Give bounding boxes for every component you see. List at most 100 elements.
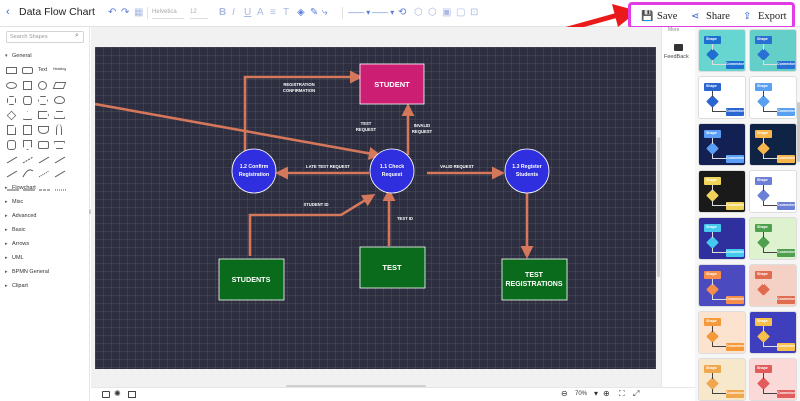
- shape-cylinder[interactable]: [23, 96, 32, 105]
- shape-cloud[interactable]: [54, 96, 65, 104]
- shape-circle[interactable]: [38, 81, 47, 90]
- shape-callout[interactable]: [23, 140, 32, 150]
- fullscreen-icon[interactable]: ⤢: [633, 389, 640, 398]
- category-advanced[interactable]: ▸Advanced: [5, 213, 37, 219]
- zoom-level[interactable]: 70%: [575, 391, 588, 397]
- bold-icon[interactable]: B: [219, 7, 227, 18]
- font-family-select[interactable]: Helvetica: [152, 7, 184, 19]
- diagram-canvas[interactable]: STUDENT 1.2 Confirm Registration 1.1 Che…: [94, 47, 656, 369]
- fit-page-icon[interactable]: ⛶: [619, 389, 625, 398]
- group-icon[interactable]: ▣: [442, 7, 452, 18]
- app-logo-icon[interactable]: ‹: [6, 6, 10, 18]
- category-flowchart[interactable]: ▸Flowchart: [5, 185, 36, 191]
- zoom-in-icon[interactable]: ⊕: [603, 389, 610, 398]
- template-connector-block: [777, 390, 795, 398]
- font-color-icon[interactable]: A: [257, 7, 264, 18]
- document-title[interactable]: Data Flow Chart: [19, 6, 95, 18]
- shape-octagon[interactable]: [7, 96, 16, 105]
- export-icon[interactable]: ⇪: [743, 11, 752, 22]
- category-clipart[interactable]: ▸Clipart: [5, 283, 28, 289]
- shape-trapezoid[interactable]: [54, 111, 65, 119]
- collapse-left-panel-icon[interactable]: ‖: [89, 210, 91, 216]
- format-painter-icon[interactable]: ▦: [134, 7, 144, 18]
- shape-triangle[interactable]: [23, 111, 32, 120]
- shape-rounded-rectangle[interactable]: [22, 67, 33, 74]
- category-general[interactable]: ▾General: [5, 53, 32, 59]
- line-style-select[interactable]: —— ▾: [348, 8, 371, 17]
- shape-actor[interactable]: [56, 124, 62, 135]
- search-icon[interactable]: ⌕: [75, 32, 79, 39]
- page-view-icon[interactable]: [102, 391, 110, 398]
- italic-icon[interactable]: I: [232, 7, 235, 18]
- to-back-icon[interactable]: ⬡: [428, 7, 437, 18]
- export-button[interactable]: Export: [758, 11, 787, 22]
- align-icon[interactable]: ≡: [270, 7, 276, 18]
- underline-icon[interactable]: U: [244, 7, 252, 18]
- undo-icon[interactable]: ↶: [108, 7, 117, 18]
- save-icon[interactable]: 💾: [641, 11, 654, 22]
- share-button[interactable]: Share: [706, 11, 730, 22]
- canvas-vertical-scrollbar[interactable]: [657, 137, 660, 277]
- shape-parallelogram[interactable]: [52, 82, 67, 89]
- shape-heading[interactable]: Heading: [53, 67, 67, 71]
- more-label[interactable]: More: [668, 27, 680, 33]
- shape-diamond[interactable]: [6, 110, 17, 121]
- shape-rectangle[interactable]: [6, 67, 17, 74]
- shape-note[interactable]: [38, 141, 49, 149]
- ungroup-icon[interactable]: ▢: [456, 7, 466, 18]
- save-button[interactable]: Save: [657, 11, 678, 22]
- share-icon[interactable]: ⋖: [691, 11, 700, 22]
- templates-scrollbar[interactable]: [797, 102, 800, 162]
- keyboard-icon[interactable]: [128, 391, 136, 398]
- shape-bracket[interactable]: [7, 140, 16, 150]
- category-uml[interactable]: ▸UML: [5, 255, 24, 261]
- fill-color-icon[interactable]: ◈: [297, 7, 305, 18]
- shape-square[interactable]: [23, 81, 32, 90]
- canvas-horizontal-scrollbar[interactable]: [286, 385, 426, 388]
- category-misc[interactable]: ▸Misc: [5, 199, 24, 205]
- redo-icon[interactable]: ↷: [121, 7, 130, 18]
- shape-ellipse[interactable]: [6, 82, 17, 89]
- shape-text[interactable]: Text: [38, 67, 48, 73]
- connector-style-icon[interactable]: ⤷: [322, 7, 328, 18]
- lock-icon[interactable]: ⊡: [470, 7, 479, 18]
- feedback-button[interactable]: FeedBack: [664, 54, 689, 60]
- zoom-dropdown-icon[interactable]: ▾: [594, 389, 599, 398]
- shape-step[interactable]: [38, 111, 49, 119]
- shape-manual-op[interactable]: [54, 141, 65, 149]
- line-color-icon[interactable]: ✎: [310, 7, 319, 18]
- shape-hexagon[interactable]: [38, 96, 48, 105]
- feedback-icon[interactable]: [674, 44, 683, 51]
- shape-tape[interactable]: [38, 126, 49, 134]
- text-style-icon[interactable]: T: [283, 7, 290, 18]
- category-arrows[interactable]: ▸Arrows: [5, 241, 30, 247]
- line-shapes-grid[interactable]: [5, 155, 85, 195]
- shape-document[interactable]: [7, 125, 16, 135]
- category-bpmn-general[interactable]: ▸BPMN General: [5, 269, 49, 275]
- to-front-icon[interactable]: ⬡: [414, 7, 423, 18]
- search-shapes-input[interactable]: Search Shapes: [6, 31, 84, 43]
- shape-card[interactable]: [23, 125, 32, 135]
- arrange-icon[interactable]: ⟲: [398, 7, 407, 18]
- category-basic[interactable]: ▸Basic: [5, 227, 26, 233]
- font-size-select[interactable]: 12: [190, 7, 208, 19]
- zoom-out-icon[interactable]: ⊖: [561, 389, 568, 398]
- line-width-select[interactable]: —— ▾: [372, 8, 395, 17]
- theme-icon[interactable]: ✺: [114, 389, 121, 398]
